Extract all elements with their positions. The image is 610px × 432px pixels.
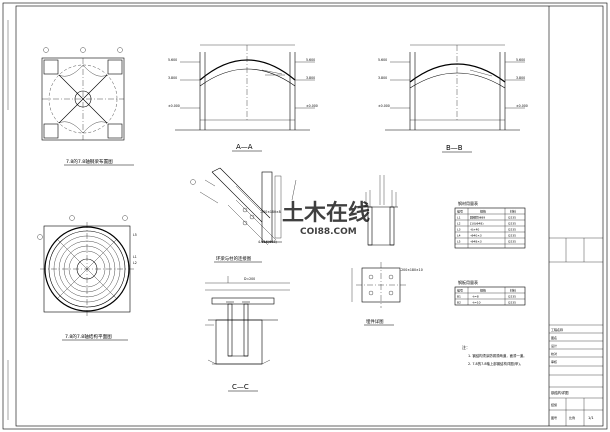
section-cc-view: D=200 C—C [205,276,290,392]
embed-detail-view: -200×180×10 埋件详图 [351,175,423,326]
watermark-sub: COI88.COM [300,227,357,237]
plan-l5: L5 [133,233,137,237]
aa-left-top: 5.600 [168,58,177,62]
structure-plan-view: L1 L2 L5 7.8的7.8轴结构平面图 [37,215,137,341]
tb-r2: 图名 [551,335,557,340]
embed-plate-label: -200×180×10 [400,268,423,272]
bb-left-top: 5.600 [378,58,387,62]
tb-r7: 结施 [551,402,557,407]
section-aa-view: 5.600 3.800 ±0.000 5.600 3.800 ±0.000 A—… [168,44,318,152]
tb-r6: 钢结构详图 [551,390,569,395]
notes-line2: 2. 7.8的7.8轴上部钢结构详图(甲)。 [468,361,523,366]
tb-r3: 设计 [551,343,557,348]
aa-left-bot: ±0.000 [168,104,180,108]
aa-left-mid: 3.800 [168,76,177,80]
plan-l1: L1 [133,255,137,259]
plan-l2: L2 [133,261,137,265]
notes: 注： 1. 钢结构须涂防锈漆两道，面漆一道。 2. 7.8的7.8轴上部钢结构详… [462,344,527,366]
t2-r1c0: B2 [457,301,461,305]
tb-r1: 工程名称 [551,327,563,332]
bb-left-mid: 3.800 [378,76,387,80]
ring-detail-title: 环梁与柱的连接图 [216,255,252,262]
bb-right-bot: ±0.000 [516,104,528,108]
t1-r4c2: Q235 [508,240,516,244]
t2-h2: 规格 [480,288,486,293]
t2-r1c1: -t=10 [472,301,481,305]
t1-r1c0: L2 [457,222,461,226]
drawing-frame [15,5,604,427]
t1-r3c1: -Φ40×3 [470,234,482,238]
steel-table-1: 钢材用量表 编号 规格 材料 L1 圆钢管Φ89 Q235 L2 [10(Φ48… [454,200,526,249]
embed-title: 埋件详图 [366,318,384,325]
steel-table-2: 钢板用量表 编号 规格 材料 B1 -t=8 Q235 B2 -t=10 Q23… [454,279,526,306]
t1-r4c1: -Φ48×3 [470,240,482,244]
t1-r0c0: L1 [457,216,461,220]
t1-r3c2: Q235 [508,234,516,238]
t2-h1: 编号 [457,288,463,293]
tb-r5: 审核 [551,359,557,364]
notes-title: 注： [462,344,470,350]
t1-r3c0: L4 [457,234,461,238]
table2-title: 钢板用量表 [458,279,478,285]
cc-title: C—C [232,383,249,391]
t1-r4c0: L5 [457,240,461,244]
t1-r2c0: L3 [457,228,461,232]
t1-h3: 材料 [510,209,516,214]
t1-h2: 规格 [480,209,486,214]
t1-r1c2: Q235 [508,222,516,226]
t2-r0c2: Q235 [508,295,516,299]
cc-dim-label: D=200 [244,277,255,281]
bb-title: B—B [446,144,463,152]
bb-right-top: 5.600 [516,58,525,62]
bb-right-mid: 3.800 [516,76,525,80]
t1-h1: 编号 [457,209,463,214]
table1-title: 钢材用量表 [458,200,478,206]
t1-r0c2: Q235 [508,216,516,220]
title-block: 工程名称 图名 设计 校对 审核 钢结构详图 结施 比例 图号 1/1 [548,6,603,426]
beam-layout-title: 7.8的7.8轴钢梁布置图 [66,158,113,165]
plan-title: 7.8的7.8轴结构平面图 [65,333,112,340]
aa-right-top: 5.600 [306,58,315,62]
tb-r9: 图号 [551,415,557,420]
bb-left-bot: ±0.000 [378,104,390,108]
aa-right-bot: ±0.000 [306,104,318,108]
notes-line1: 1. 钢结构须涂防锈漆两道，面漆一道。 [468,353,527,358]
t2-r0c0: B1 [457,295,461,299]
ring-plate-label: -200×180×8 [260,210,281,214]
t2-r1c2: Q235 [508,301,516,305]
ring-beam-detail-view: -200×180×8 4-Φ16(Φ18) 环梁与柱的连接图 [190,167,297,263]
tb-sheet-no: 1/1 [588,416,594,420]
t1-r2c2: Q235 [508,228,516,232]
watermark-main: 土木在线 [282,200,370,226]
tb-r4: 校对 [551,351,557,356]
watermark: 土木在线 COI88.COM [282,200,370,237]
t1-r2c1: -6×40 [470,228,479,232]
t2-r0c1: -t=8 [472,295,479,299]
beam-layout-view: 7.8的7.8轴钢梁布置图 [41,47,134,166]
t2-h3: 材料 [510,288,516,293]
ring-bolt-label: 4-Φ16(Φ18) [258,240,277,244]
t1-r0c1: 圆钢管Φ89 [470,215,485,220]
section-bb-view: 5.600 3.800 ±0.000 5.600 3.800 ±0.000 B—… [378,44,528,153]
tb-r8: 比例 [569,415,575,420]
aa-right-mid: 3.800 [306,76,315,80]
t1-r1c1: [10(Φ48) [470,222,484,226]
aa-title: A—A [236,143,253,151]
